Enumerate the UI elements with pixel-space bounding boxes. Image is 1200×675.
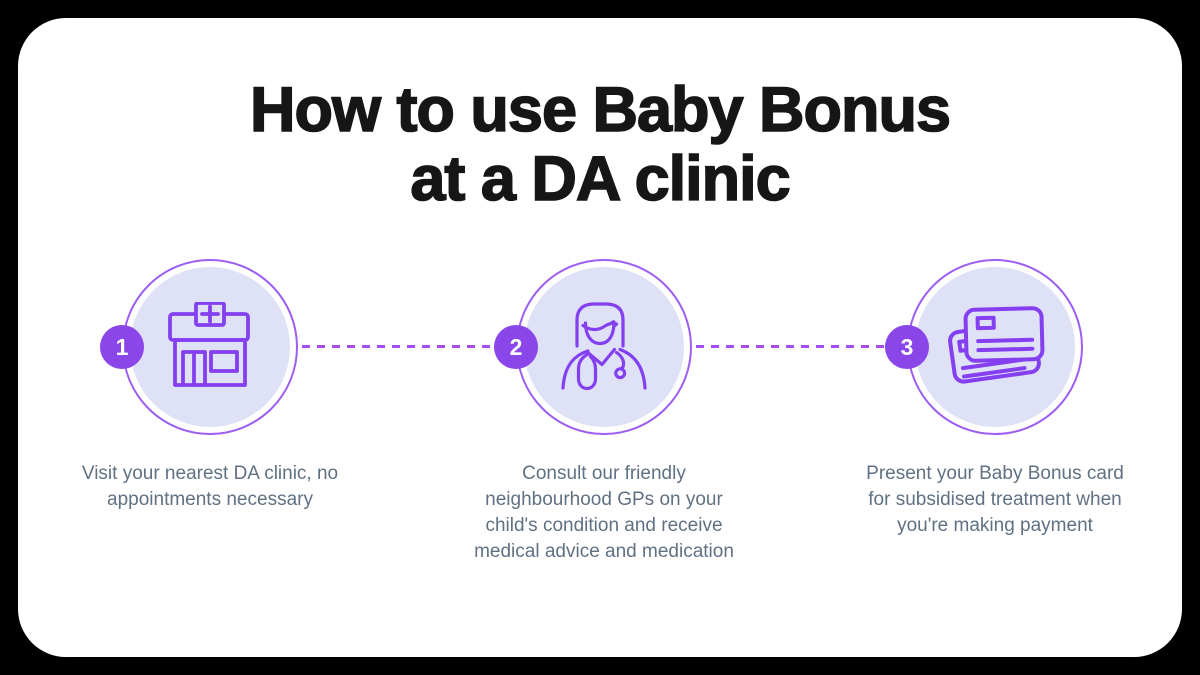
step-3: 3 Present your Baby Bonus	[835, 259, 1155, 539]
caption-line: neighbourhood GPs on your	[485, 489, 723, 510]
caption-line: child's condition and receive	[485, 515, 723, 536]
step-1: 1 Visit your nearest DA clinic, no appoi…	[50, 259, 370, 513]
doctor-icon	[516, 259, 692, 435]
step-3-caption: Present your Baby Bonus card for subsidi…	[835, 461, 1155, 539]
step-number-badge: 3	[885, 325, 929, 369]
page-title-line-2: at a DA clinic	[410, 144, 792, 215]
caption-line: you're making payment	[897, 515, 1093, 536]
caption-line: Present your Baby Bonus card	[866, 463, 1124, 484]
caption-line: for subsidised treatment when	[868, 489, 1122, 510]
step-2-caption: Consult our friendly neighbourhood GPs o…	[444, 461, 764, 565]
step-1-caption: Visit your nearest DA clinic, no appoint…	[50, 461, 370, 513]
clinic-building-icon	[122, 259, 298, 435]
step-3-circle: 3	[885, 259, 1083, 435]
step-1-circle: 1	[100, 259, 298, 435]
step-2-circle: 2	[494, 259, 692, 435]
dashed-connector-2	[696, 345, 886, 348]
step-number: 3	[900, 333, 914, 360]
step-number: 1	[115, 333, 129, 360]
caption-line: appointments necessary	[107, 489, 313, 510]
caption-line: Consult our friendly	[522, 463, 686, 484]
step-number-badge: 1	[100, 325, 144, 369]
dashed-connector-1	[302, 345, 494, 348]
page-title-line-1: How to use Baby Bonus	[249, 75, 952, 146]
step-2: 2 Consult our friendly neighbourhood GPs…	[444, 259, 764, 565]
step-number: 2	[509, 333, 523, 360]
step-circle-fill	[130, 267, 290, 427]
caption-line: Visit your nearest DA clinic, no	[81, 463, 339, 484]
caption-line: medical advice and medication	[474, 541, 734, 562]
step-number-badge: 2	[494, 325, 538, 369]
payment-cards-icon	[907, 259, 1083, 435]
step-circle-fill	[524, 267, 684, 427]
